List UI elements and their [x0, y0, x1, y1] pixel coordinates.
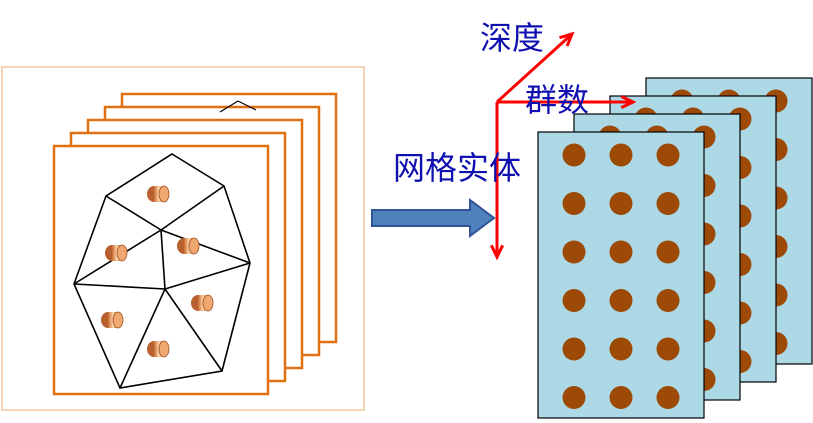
array-dot: [609, 143, 633, 167]
well-top: [158, 340, 170, 358]
mesh-edge: [164, 288, 223, 372]
grid-solid-axis-head: [489, 244, 505, 261]
array-dot: [609, 289, 633, 312]
array-dot: [656, 240, 680, 264]
well-icon: [101, 311, 124, 329]
array-dot: [562, 386, 586, 409]
mesh-edge: [160, 229, 251, 264]
array-dot: [656, 289, 680, 312]
array-dot: [656, 386, 680, 409]
array-dot: [656, 192, 680, 215]
depth-axis-label: 深度: [480, 19, 545, 57]
grid-solid-label: 网格实体: [393, 149, 522, 187]
array-stack-group: [537, 77, 813, 419]
array-dot: [609, 386, 633, 409]
array-dot: [656, 143, 680, 167]
array-dot: [562, 192, 586, 215]
group-count-axis-head: [620, 94, 637, 110]
group-count-axis-label: 群数: [525, 81, 590, 119]
well-icon: [147, 340, 170, 358]
well-top: [158, 185, 170, 203]
well-top: [112, 311, 124, 329]
axes-group: [489, 31, 637, 261]
mesh-edge: [160, 229, 166, 290]
mesh-edge: [160, 185, 225, 231]
well-top: [188, 237, 200, 255]
array-dot: [656, 337, 680, 361]
mesh-edge: [73, 283, 166, 290]
well-icon: [191, 294, 214, 312]
mesh-edge: [119, 288, 166, 389]
array-dot: [562, 337, 586, 361]
grid-layer-mesh-edge: [219, 100, 257, 113]
depth-axis-head: [559, 31, 575, 47]
well-top: [202, 294, 214, 312]
grid-solid-group: [1, 66, 365, 411]
array-dot: [609, 337, 633, 361]
well-icon: [105, 244, 128, 262]
mesh-edge: [164, 262, 251, 290]
well-top: [116, 244, 128, 262]
array-layer: [537, 131, 705, 419]
mesh-outline: [73, 153, 251, 389]
mesh-edge: [105, 195, 162, 231]
well-icon: [147, 185, 170, 203]
array-dot: [609, 240, 633, 264]
depth-axis-line: [495, 32, 574, 104]
array-dot: [562, 143, 586, 167]
array-dot: [562, 289, 586, 312]
block-arrow-right-icon: [371, 198, 496, 238]
transform-arrow-group: [371, 198, 496, 238]
well-icon: [177, 237, 200, 255]
array-dot: [609, 192, 633, 215]
array-dot: [562, 240, 586, 264]
array-layer-frame: [537, 131, 705, 419]
